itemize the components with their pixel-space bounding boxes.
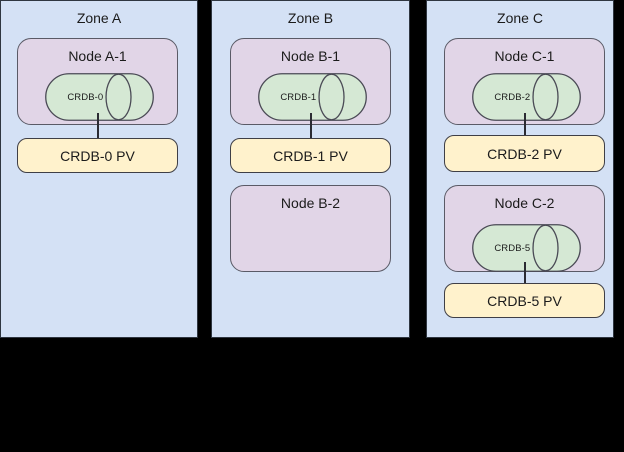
pv-crdb-0-pv[interactable]: CRDB-0 PV xyxy=(17,138,178,173)
pod-crdb-5[interactable]: CRDB-5 xyxy=(472,224,581,272)
pod-crdb-0[interactable]: CRDB-0 xyxy=(45,73,154,121)
node-title: Node C-1 xyxy=(494,48,555,64)
pod-to-pv-connector xyxy=(524,113,526,136)
pv-crdb-5-pv[interactable]: CRDB-5 PV xyxy=(444,283,605,318)
node-title: Node B-1 xyxy=(280,48,341,64)
node-node-b-2[interactable]: Node B-2 xyxy=(230,185,391,272)
zone-title: Zone A xyxy=(76,10,122,26)
pv-crdb-1-pv[interactable]: CRDB-1 PV xyxy=(230,138,391,173)
pv-crdb-2-pv[interactable]: CRDB-2 PV xyxy=(444,135,605,172)
pod-crdb-2[interactable]: CRDB-2 xyxy=(472,73,581,121)
pv-label: CRDB-2 PV xyxy=(487,145,562,162)
cylinder-icon xyxy=(258,73,367,121)
pod-to-pv-connector xyxy=(310,113,312,139)
pv-label: CRDB-5 PV xyxy=(487,292,562,309)
cylinder-icon xyxy=(45,73,154,121)
pod-crdb-1[interactable]: CRDB-1 xyxy=(258,73,367,121)
pv-label: CRDB-0 PV xyxy=(60,147,135,164)
pv-label: CRDB-1 PV xyxy=(273,147,348,164)
pod-to-pv-connector xyxy=(524,262,526,284)
zone-title: Zone B xyxy=(287,10,334,26)
node-title: Node B-2 xyxy=(280,195,341,211)
cylinder-icon xyxy=(472,73,581,121)
zone-title: Zone C xyxy=(497,10,543,26)
node-title: Node C-2 xyxy=(494,195,555,211)
cylinder-icon xyxy=(472,224,581,272)
node-title: Node A-1 xyxy=(68,48,127,64)
pod-to-pv-connector xyxy=(97,113,99,139)
